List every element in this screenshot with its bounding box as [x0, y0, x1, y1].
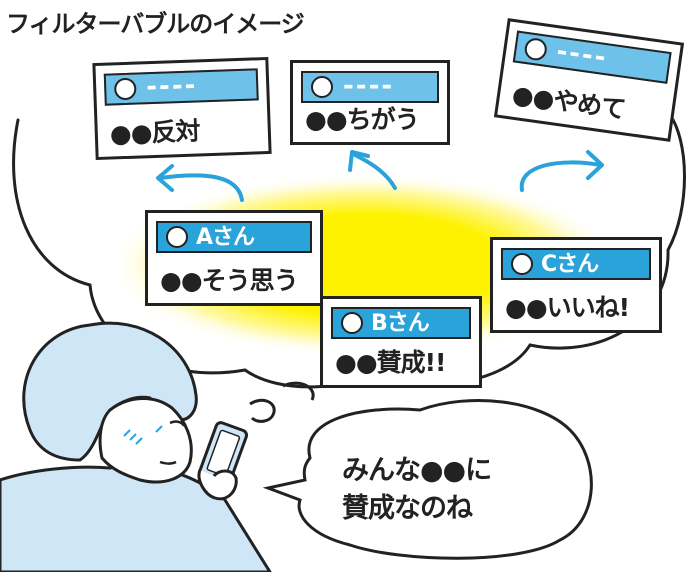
header-placeholder: ----	[343, 71, 395, 101]
card-message: ●●反対	[109, 116, 200, 149]
inner-card-a: Aさん ●●そう思う	[145, 210, 323, 306]
speech-line-2: 賛成なのね	[342, 493, 473, 524]
arrow-middle	[353, 153, 397, 190]
outer-card-middle: ---- ●●ちがう	[290, 60, 450, 145]
speech-line-1: みんな●●に	[342, 455, 492, 486]
avatar	[511, 253, 533, 275]
person-illustration	[0, 321, 272, 572]
avatar	[166, 226, 188, 248]
user-name: Bさん	[371, 311, 430, 336]
card-message: ●●いいね!	[505, 293, 630, 322]
outer-card-left: ---- ●●反対	[92, 56, 272, 161]
person-face	[98, 397, 193, 484]
avatar	[113, 77, 137, 101]
thought-dot-2	[282, 381, 315, 401]
user-name: Cさん	[541, 252, 599, 277]
card-message: ●●ちがう	[305, 105, 420, 134]
inner-card-b: Bさん ●●賛成!!	[320, 296, 482, 388]
arrow-left	[158, 173, 244, 202]
page-title: フィルターバブルのイメージ	[6, 10, 305, 38]
avatar	[341, 312, 363, 334]
card-message: ●●賛成!!	[335, 348, 446, 377]
speech-text: みんな●●に 賛成なのね	[342, 452, 492, 528]
card-message: ●●やめて	[510, 79, 627, 125]
speech-bubble	[262, 399, 593, 560]
thought-dot-1	[249, 398, 276, 423]
avatar	[311, 76, 333, 98]
person-hand	[197, 469, 238, 501]
inner-card-c: Cさん ●●いいね!	[490, 237, 662, 333]
arrow-right	[519, 160, 602, 192]
header-placeholder: ----	[145, 70, 198, 103]
person-cheek	[123, 425, 163, 445]
avatar	[523, 36, 549, 62]
card-message: ●●そう思う	[160, 266, 299, 295]
header-placeholder: ----	[554, 36, 610, 74]
user-name: Aさん	[196, 225, 255, 250]
